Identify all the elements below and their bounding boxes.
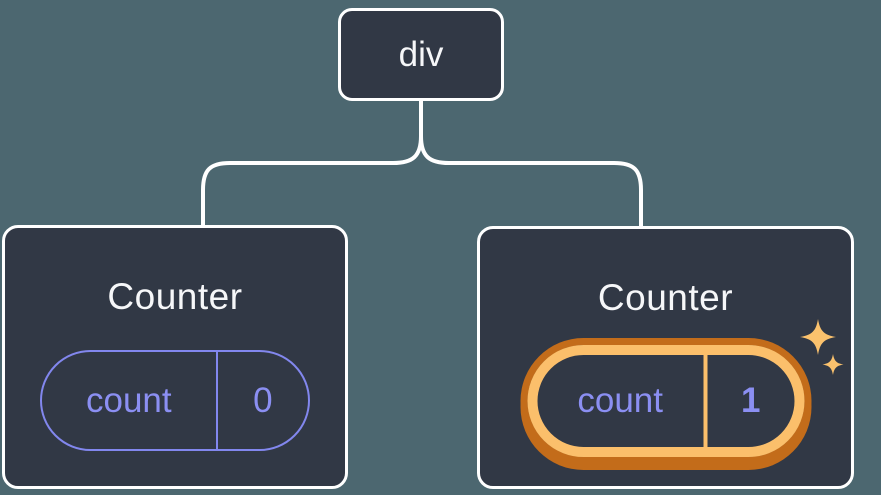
connector-branch-left (201, 134, 423, 228)
sparkle-icon-small (822, 354, 844, 375)
counter-node-left: Counter count 0 (2, 225, 348, 489)
component-title: Counter (107, 276, 243, 317)
state-value: 1 (703, 355, 794, 447)
state-pill-highlighted: count 1 (527, 345, 804, 457)
connector-branch-right (419, 134, 643, 229)
state-key-label: count (577, 381, 663, 420)
state-key-label: count (85, 380, 172, 420)
component-title: Counter (597, 277, 734, 318)
state-value: 0 (215, 352, 308, 449)
sparkle-icon-large (800, 319, 836, 355)
state-pill: count 0 (40, 350, 310, 451)
sparkle-icon (800, 319, 844, 375)
root-node-label: div (398, 34, 444, 74)
root-node-div: div (338, 8, 504, 101)
counter-node-right: Counter count 1 (477, 226, 854, 489)
